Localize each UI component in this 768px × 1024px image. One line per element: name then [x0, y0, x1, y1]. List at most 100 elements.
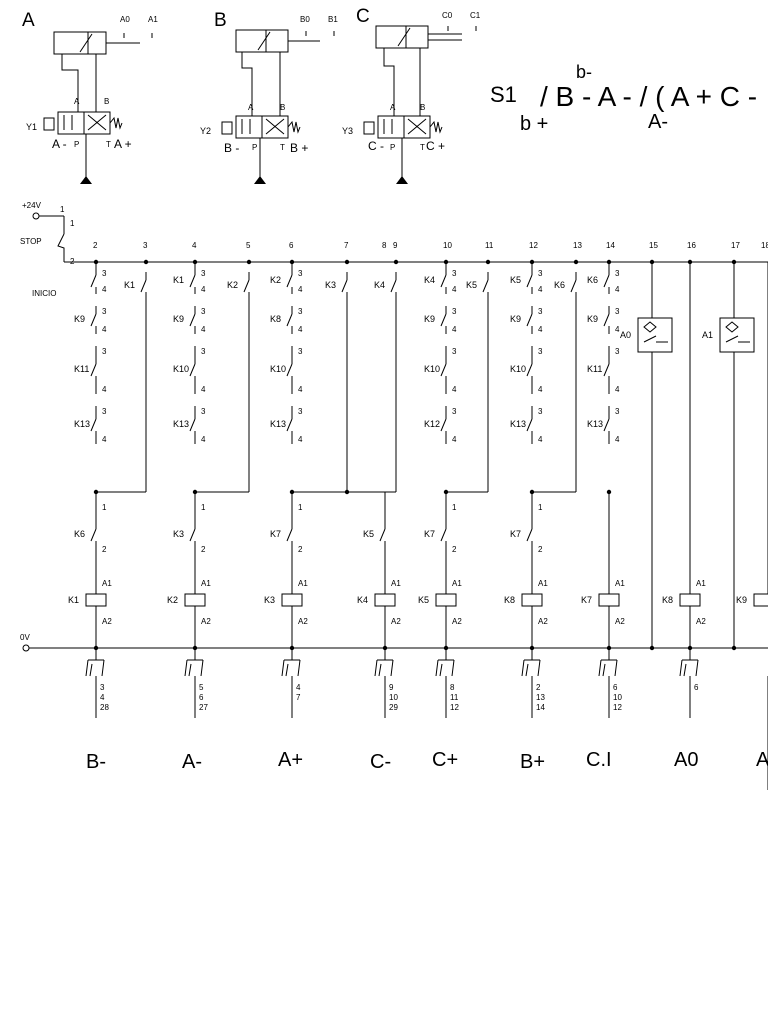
contact-K5: K5 — [363, 529, 374, 539]
terminal-a1: A1 — [452, 579, 462, 588]
line-number-3: 3 — [143, 241, 148, 250]
bottom-label-a0: A0 — [674, 749, 698, 771]
contact-ref: 6 — [694, 683, 699, 692]
stop-label: STOP — [20, 237, 42, 246]
coil-label-K4: K4 — [357, 595, 368, 605]
terminal-4: 4 — [538, 325, 543, 334]
svg-text:A: A — [74, 97, 80, 106]
terminal-1: 1 — [102, 503, 107, 512]
contact-K9: K9 — [74, 314, 85, 324]
contact-K10: K10 — [173, 364, 189, 374]
sequence-formula: S1 / B - A - / ( A + C - b- b + A- — [490, 62, 757, 135]
terminal-a1: A1 — [391, 579, 401, 588]
svg-text:1: 1 — [60, 205, 65, 214]
contact-K2: K2 — [270, 275, 281, 285]
line-number-5: 5 — [246, 241, 251, 250]
cylinder-b-label: B — [214, 10, 227, 31]
svg-text:B -: B - — [224, 141, 239, 155]
terminal-2: 2 — [452, 545, 457, 554]
terminal-4: 4 — [201, 385, 206, 394]
supply-plus-label: +24V — [22, 201, 42, 210]
terminal-3: 3 — [615, 307, 620, 316]
terminal-4: 4 — [102, 325, 107, 334]
bottom-label-a-minus: A- — [182, 751, 202, 773]
line-number-10: 10 — [443, 241, 452, 250]
supply-zero-label: 0V — [20, 633, 30, 642]
contact-ref: 10 — [389, 693, 398, 702]
svg-text:A: A — [390, 103, 396, 112]
bottom-label-ci: C.I — [586, 749, 612, 771]
coil-K7 — [598, 593, 620, 607]
coil-label-K8: K8 — [662, 595, 673, 605]
svg-text:P: P — [252, 143, 257, 152]
sequence-below-left: b + — [520, 113, 548, 135]
terminal-3: 3 — [298, 347, 303, 356]
coil-K3 — [281, 593, 303, 607]
svg-text:B: B — [280, 103, 285, 112]
coil-label-K8: K8 — [504, 595, 515, 605]
sensor-b0-label: B0 — [300, 15, 310, 24]
coil-K8 — [521, 593, 543, 607]
terminal-a2: A2 — [391, 617, 401, 626]
coil-K9 — [753, 593, 768, 607]
terminal-3: 3 — [615, 407, 620, 416]
coil-label-K2: K2 — [167, 595, 178, 605]
contact-K11: K11 — [587, 364, 602, 374]
line-number-9: 9 — [393, 241, 398, 250]
terminal-4: 4 — [452, 435, 457, 444]
contact-K6: K6 — [74, 529, 85, 539]
terminal-4: 4 — [102, 435, 107, 444]
svg-text:T: T — [106, 140, 111, 149]
sensor-diamond-icon — [725, 321, 739, 333]
cylinder-a: A A0 A1 A B P T Y1 A - A + — [22, 10, 158, 184]
contact-K10: K10 — [424, 364, 440, 374]
svg-text:A -: A - — [52, 137, 67, 151]
contact-ref: 13 — [536, 693, 545, 702]
terminal-3: 3 — [538, 347, 543, 356]
contact-K13: K13 — [510, 419, 526, 429]
contact-ref: 12 — [450, 703, 459, 712]
coil-K5 — [435, 593, 457, 607]
terminal-4: 4 — [452, 325, 457, 334]
contact-K9: K9 — [173, 314, 184, 324]
terminal-a2: A2 — [298, 617, 308, 626]
contact-ref: 9 — [389, 683, 394, 692]
contact-K3: K3 — [173, 529, 184, 539]
cylinder-c: C C0 C1 A B P T Y3 C - C + — [342, 6, 481, 184]
terminal-3: 3 — [538, 407, 543, 416]
terminal-3: 3 — [452, 407, 457, 416]
junction-dot — [731, 645, 737, 651]
contact-ref: 8 — [450, 683, 455, 692]
bottom-label-c-plus: C+ — [432, 749, 458, 771]
sequence-start: S1 — [490, 82, 517, 107]
terminal-3: 3 — [102, 407, 107, 416]
contact-K5: K5 — [466, 280, 477, 290]
svg-text:C -: C - — [368, 139, 384, 153]
contact-K8: K8 — [270, 314, 281, 324]
contact-K1: K1 — [173, 275, 184, 285]
terminal-3: 3 — [201, 347, 206, 356]
terminal-2: 2 — [538, 545, 543, 554]
sensor-c1-label: C1 — [470, 11, 481, 20]
terminal-4: 4 — [538, 285, 543, 294]
junction-dot — [344, 489, 350, 495]
contact-K10: K10 — [270, 364, 286, 374]
contact-K4: K4 — [374, 280, 385, 290]
contact-ref: 29 — [389, 703, 398, 712]
contact-ref: 4 — [296, 683, 301, 692]
contact-ref: 12 — [613, 703, 622, 712]
terminal-2: 2 — [298, 545, 303, 554]
valve-y1-label: Y1 — [26, 122, 37, 132]
coil-K2 — [184, 593, 206, 607]
junction-dot — [573, 259, 579, 265]
terminal-4: 4 — [102, 285, 107, 294]
svg-text:A +: A + — [114, 137, 132, 151]
coil-label-K5: K5 — [418, 595, 429, 605]
bottom-label-c-minus: C- — [370, 751, 391, 773]
bottom-label-b-minus: B- — [86, 751, 106, 773]
terminal-a2: A2 — [201, 617, 211, 626]
terminal-4: 4 — [201, 285, 206, 294]
bottom-label-a: A — [756, 749, 768, 771]
bottom-labels: B- A- A+ C- C+ B+ C.I A0 A — [86, 749, 768, 773]
